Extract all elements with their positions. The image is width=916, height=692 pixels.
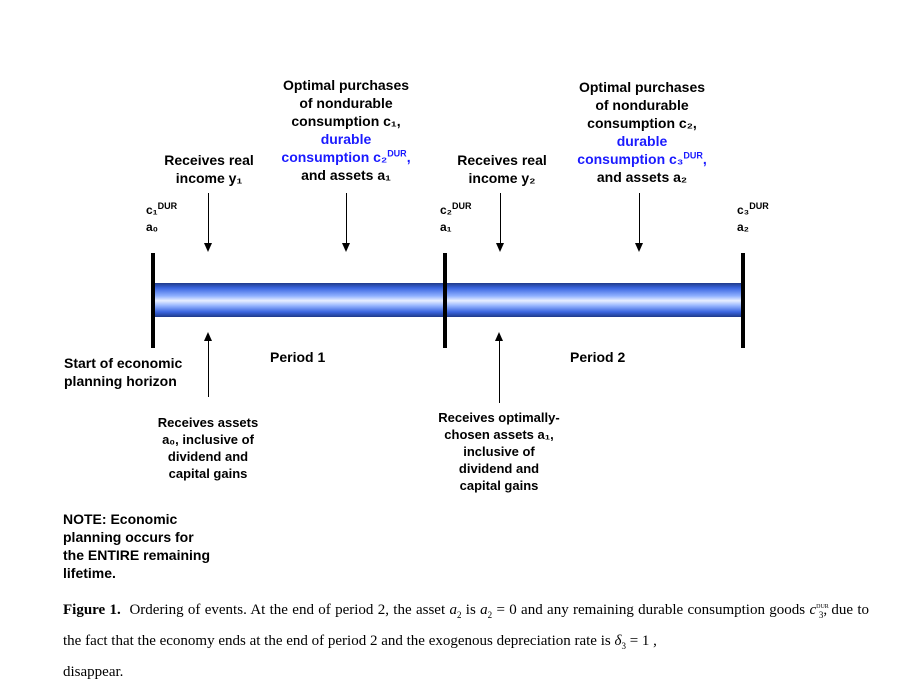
period-2-label: Period 2: [570, 349, 626, 365]
start-planning-horizon-label: Start of economic planning horizon: [64, 355, 183, 389]
arrowhead-income-1: [204, 243, 212, 252]
period-1-label: Period 1: [270, 349, 326, 365]
arrow-optimal-2: [639, 193, 640, 243]
arrowhead-optimal-1: [342, 243, 350, 252]
optimal-purchases-1-label: Optimal purchases of nondurable consumpt…: [281, 77, 411, 183]
timeline-bar: [154, 283, 744, 317]
arrowhead-optimal-2: [635, 243, 643, 252]
note-text: NOTE: Economic planning occurs for the E…: [63, 511, 211, 581]
optimal-purchases-2-label: Optimal purchases of nondurable consumpt…: [577, 79, 707, 185]
timeline-tick-start: [151, 253, 155, 348]
arrow-income-2: [500, 193, 501, 243]
arrow-optimal-1: [346, 193, 347, 243]
arrow-income-1: [208, 193, 209, 243]
arrowhead-assets-a1: [495, 332, 503, 341]
tick-label-2: c₂DUR a₁: [440, 201, 472, 235]
tick-label-1: c₁DUR a₀: [146, 201, 178, 235]
timeline-tick-middle: [443, 253, 447, 348]
tick-label-3: c₃DUR a₂: [737, 201, 769, 235]
arrowhead-income-2: [496, 243, 504, 252]
arrow-assets-a0: [208, 341, 209, 397]
arrow-assets-a1: [499, 341, 500, 403]
receives-assets-a0-label: Receives assets a₀, inclusive of dividen…: [157, 415, 259, 481]
receives-income-1-label: Receives real income y₁: [164, 152, 254, 186]
receives-income-2-label: Receives real income y₂: [457, 152, 547, 186]
receives-optimal-assets-label: Receives optimally- chosen assets a₁, in…: [438, 410, 560, 493]
arrowhead-assets-a0: [204, 332, 212, 341]
figure-number: Figure 1.: [63, 602, 121, 618]
figure-caption: Figure 1. Ordering of events. At the end…: [63, 602, 870, 680]
timeline-tick-end: [741, 253, 745, 348]
